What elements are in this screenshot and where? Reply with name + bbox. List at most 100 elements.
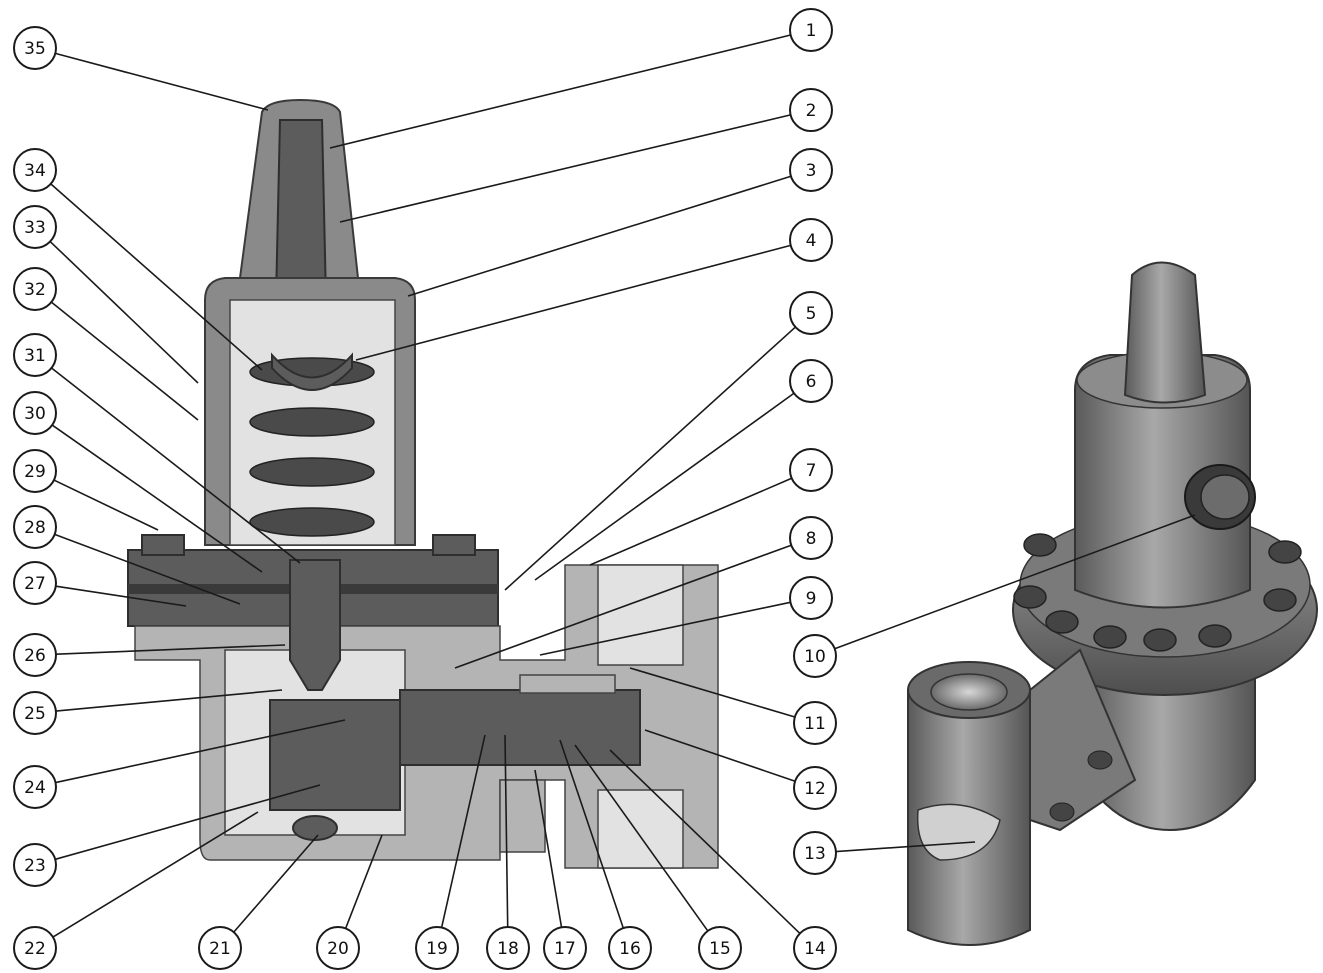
flange-bolt-left xyxy=(141,534,185,556)
callout-circle xyxy=(793,926,837,970)
callout-circle xyxy=(789,218,833,262)
leader-line-13 xyxy=(835,841,976,853)
callout-label: 21 xyxy=(209,939,231,959)
callout-label: 25 xyxy=(24,704,46,724)
leader-line-11 xyxy=(629,667,796,718)
callout-label: 26 xyxy=(24,646,46,666)
lever-assembly xyxy=(269,699,401,811)
leader-line-4 xyxy=(355,244,791,361)
callout-label: 13 xyxy=(804,844,826,864)
leader-line-6 xyxy=(534,392,795,581)
callout-19: 19 xyxy=(415,926,459,970)
ext-tee-bore xyxy=(930,673,1008,711)
callout-label: 7 xyxy=(806,461,817,481)
callout-circle xyxy=(13,449,57,493)
callout-14: 14 xyxy=(793,926,837,970)
callout-26: 26 xyxy=(13,633,57,677)
leader-line-9 xyxy=(539,601,791,656)
leader-line-16 xyxy=(559,739,625,929)
callout-35: 35 xyxy=(13,26,57,70)
leader-line-27 xyxy=(55,585,187,607)
callout-label: 23 xyxy=(24,856,46,876)
callout-label: 34 xyxy=(24,161,46,181)
callout-28: 28 xyxy=(13,505,57,549)
callout-18: 18 xyxy=(486,926,530,970)
callout-circle xyxy=(13,333,57,377)
callout-30: 30 xyxy=(13,391,57,435)
callout-2: 2 xyxy=(789,88,833,132)
callout-circle xyxy=(13,26,57,70)
callout-label: 16 xyxy=(619,939,641,959)
leader-line-7 xyxy=(589,477,793,566)
callout-23: 23 xyxy=(13,843,57,887)
callout-circle xyxy=(13,765,57,809)
callout-34: 34 xyxy=(13,148,57,192)
callout-circle xyxy=(316,926,360,970)
callout-label: 4 xyxy=(806,231,817,251)
callout-circle xyxy=(789,516,833,560)
callout-circle xyxy=(793,634,837,678)
leader-line-31 xyxy=(51,367,301,564)
callout-25: 25 xyxy=(13,691,57,735)
callout-circle xyxy=(13,843,57,887)
orifice xyxy=(519,674,616,694)
callout-circle xyxy=(793,766,837,810)
callout-circle xyxy=(13,205,57,249)
callout-label: 1 xyxy=(806,21,817,41)
leader-line-33 xyxy=(49,240,199,384)
valve-stem xyxy=(289,559,341,691)
callout-circle xyxy=(486,926,530,970)
callout-label: 28 xyxy=(24,518,46,538)
callout-circle xyxy=(789,576,833,620)
callout-label: 12 xyxy=(804,779,826,799)
callout-label: 17 xyxy=(554,939,576,959)
callout-label: 6 xyxy=(806,372,817,392)
callout-10: 10 xyxy=(793,634,837,678)
callout-circle xyxy=(789,88,833,132)
callout-13: 13 xyxy=(793,831,837,875)
callout-label: 11 xyxy=(804,714,826,734)
cross-section-view xyxy=(127,98,719,869)
leader-line-17 xyxy=(534,769,563,928)
ext-tee-side-port xyxy=(916,803,1001,861)
callout-5: 5 xyxy=(789,291,833,335)
callout-circle xyxy=(13,691,57,735)
callout-27: 27 xyxy=(13,561,57,605)
leader-line-28 xyxy=(54,533,241,605)
callout-circle xyxy=(13,391,57,435)
leader-line-1 xyxy=(329,34,791,149)
callout-17: 17 xyxy=(543,926,587,970)
spring-seat xyxy=(271,352,353,391)
outlet-bore xyxy=(597,789,684,869)
leader-line-19 xyxy=(440,734,486,928)
callout-label: 2 xyxy=(806,101,817,121)
callout-12: 12 xyxy=(793,766,837,810)
callout-label: 15 xyxy=(709,939,731,959)
callout-circle xyxy=(13,505,57,549)
callout-21: 21 xyxy=(198,926,242,970)
leader-line-18 xyxy=(504,734,509,928)
callout-11: 11 xyxy=(793,701,837,745)
callout-label: 14 xyxy=(804,939,826,959)
leader-line-8 xyxy=(454,544,792,669)
ext-bolt-b xyxy=(1049,802,1075,822)
flange-bolt-right xyxy=(432,534,476,556)
leader-line-5 xyxy=(504,326,796,591)
callout-circle xyxy=(789,448,833,492)
adjusting-screw xyxy=(274,119,328,301)
leader-line-25 xyxy=(55,689,283,712)
callout-label: 24 xyxy=(24,778,46,798)
callout-label: 32 xyxy=(24,280,46,300)
leader-line-15 xyxy=(574,744,709,932)
callout-label: 18 xyxy=(497,939,519,959)
leader-line-12 xyxy=(644,729,796,782)
ext-flange-bolts xyxy=(1013,533,1302,652)
callout-label: 22 xyxy=(24,939,46,959)
leader-line-32 xyxy=(50,301,199,421)
callout-label: 31 xyxy=(24,346,46,366)
callout-circle xyxy=(793,701,837,745)
ext-lower-housing xyxy=(1084,659,1256,832)
leader-line-22 xyxy=(52,811,259,938)
callout-circle xyxy=(789,291,833,335)
